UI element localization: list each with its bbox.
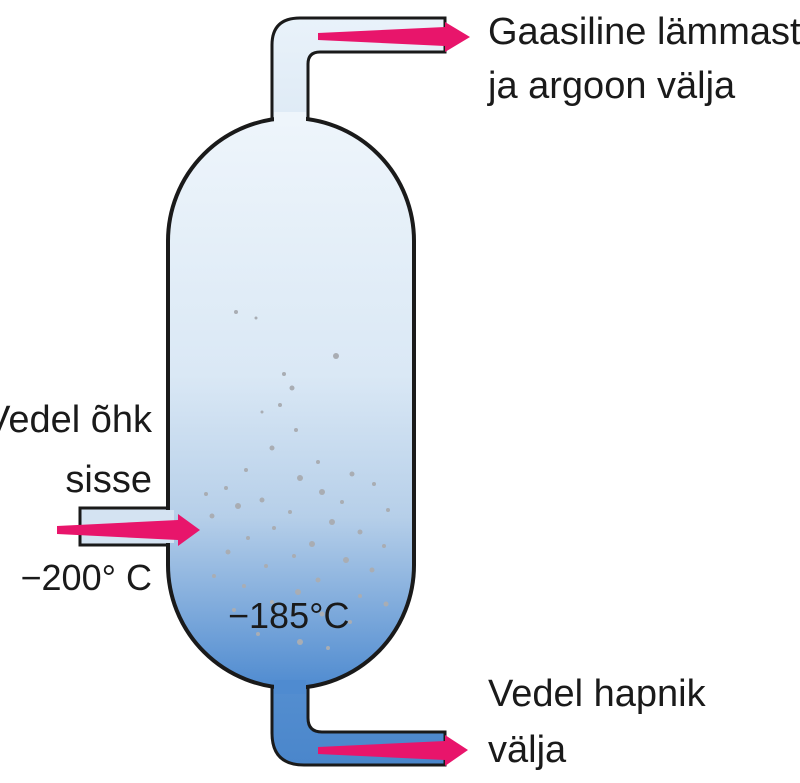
air-in-arrow [57,514,200,546]
gas-out-arrow [318,22,470,52]
bubble [319,489,325,495]
bubble [326,646,330,650]
gas-out-label-line2: ja argoon välja [487,65,736,107]
bubble [212,574,216,578]
air-in-label-line1: Vedel õhk [0,399,153,441]
bubble [289,385,295,391]
bubble [224,486,228,490]
bubble [386,508,390,512]
bubble [372,482,376,486]
bubble [260,410,264,414]
bubble [209,513,215,519]
bottom-pipe-joint [274,680,306,694]
bubble [264,564,268,568]
top-pipe-joint [274,112,306,126]
bubble [234,310,238,314]
bubble [254,316,258,320]
air-in-label-line2: sisse [65,459,152,501]
bubbles [204,310,390,650]
bubble [358,594,362,598]
bubble [235,503,241,509]
air-in-temperature: −200° C [21,557,152,598]
gas-out-label-line1: Gaasiline lämmastik [488,11,800,53]
bubble [349,471,355,477]
bubble [340,500,344,504]
bubble [259,497,265,503]
bubble [348,620,352,624]
oxygen-out-label-line2: välja [488,729,567,771]
bubble [315,577,321,583]
bubble [272,526,276,530]
bubble [383,601,389,607]
bubble [329,519,335,525]
bubble [244,468,248,472]
bubble [288,510,292,514]
bubble [225,549,231,555]
bubble [232,608,236,612]
bubble [294,428,298,432]
bubble [297,475,303,481]
bubble [333,353,339,359]
bubble [369,567,375,573]
bubble [269,445,275,451]
bubble [256,632,260,636]
bubble [204,492,208,496]
bubble [316,460,320,464]
bubble [278,403,282,407]
bubble [270,600,274,604]
bubble [297,639,303,645]
bubble [319,611,325,617]
bubble [382,544,386,548]
bubble [292,554,296,558]
oxygen-out-arrow [318,735,468,766]
bubble [343,557,349,563]
bubble [282,372,286,376]
vessel-temperature: −185°C [228,595,349,636]
bottom-outlet-pipe [270,638,447,767]
bubble [246,536,250,540]
oxygen-out-label-line1: Vedel hapnik [488,673,707,715]
bubble [309,541,315,547]
bubble [242,584,246,588]
bubble [295,589,301,595]
bubble [357,529,363,535]
